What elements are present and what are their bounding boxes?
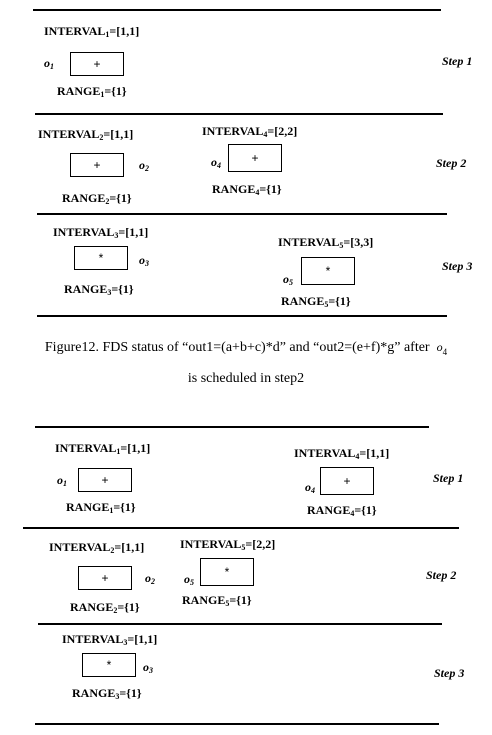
range5-label: RANGE5={1}	[281, 294, 351, 309]
op-o4: o4	[305, 480, 315, 495]
divider-a-bottom	[37, 315, 447, 317]
op-box-o5: *	[301, 257, 355, 285]
range1-label: RANGE1={1}	[57, 84, 127, 99]
figure-caption-line1: Figure12. FDS status of “out1=(a+b+c)*d”…	[44, 340, 448, 357]
range2-label: RANGE2={1}	[70, 600, 140, 615]
divider-b-1	[23, 527, 459, 529]
interval4-label: INTERVAL4=[2,2]	[202, 124, 298, 139]
interval2-label: INTERVAL2=[1,1]	[49, 540, 145, 555]
step1-label: Step 1	[442, 54, 473, 68]
op-o5: o5	[283, 272, 293, 287]
op-box-o5: *	[200, 558, 254, 586]
step3-label: Step 3	[442, 259, 473, 273]
interval5-label: INTERVAL5=[2,2]	[180, 537, 276, 552]
op-box-o4: +	[228, 144, 282, 172]
range3-label: RANGE3={1}	[64, 282, 134, 297]
op-box-o4: +	[320, 467, 374, 495]
op-o2: o2	[139, 158, 149, 173]
op-box-o1: +	[78, 468, 132, 492]
op-o4: o4	[211, 155, 221, 170]
op-o3: o3	[139, 253, 149, 268]
interval3-label: INTERVAL3=[1,1]	[53, 225, 149, 240]
op-box-o3: *	[74, 246, 128, 270]
range3-label: RANGE3={1}	[72, 686, 142, 701]
op-o3: o3	[143, 660, 153, 675]
interval1-label: INTERVAL1=[1,1]	[44, 24, 140, 39]
op-o2: o2	[145, 571, 155, 586]
divider-b-top	[35, 426, 429, 428]
op-o5: o5	[184, 572, 194, 587]
op-box-o3: *	[82, 653, 136, 677]
step2-label: Step 2	[426, 568, 457, 582]
figure-caption-line2: is scheduled in step2	[187, 371, 305, 386]
op-box-o1: +	[70, 52, 124, 76]
range1-label: RANGE1={1}	[66, 500, 136, 515]
divider-a-2	[37, 213, 447, 215]
step2-label: Step 2	[436, 156, 467, 170]
interval3-label: INTERVAL3=[1,1]	[62, 632, 158, 647]
step1-label: Step 1	[433, 471, 464, 485]
interval2-label: INTERVAL2=[1,1]	[38, 127, 134, 142]
range2-label: RANGE2={1}	[62, 191, 132, 206]
op-box-o2: +	[78, 566, 132, 590]
range4-label: RANGE4={1}	[307, 503, 377, 518]
range4-label: RANGE4={1}	[212, 182, 282, 197]
op-o1: o1	[44, 56, 54, 71]
op-box-o2: +	[70, 153, 124, 177]
interval5-label: INTERVAL5=[3,3]	[278, 235, 374, 250]
op-o1: o1	[57, 473, 67, 488]
interval1-label: INTERVAL1=[1,1]	[55, 441, 151, 456]
divider-b-bottom	[35, 723, 439, 725]
divider-b-2	[38, 623, 442, 625]
step3-label: Step 3	[434, 666, 465, 680]
range5-label: RANGE5={1}	[182, 593, 252, 608]
divider-a-top	[33, 9, 441, 11]
divider-a-1	[35, 113, 443, 115]
interval4-label: INTERVAL4=[1,1]	[294, 446, 390, 461]
